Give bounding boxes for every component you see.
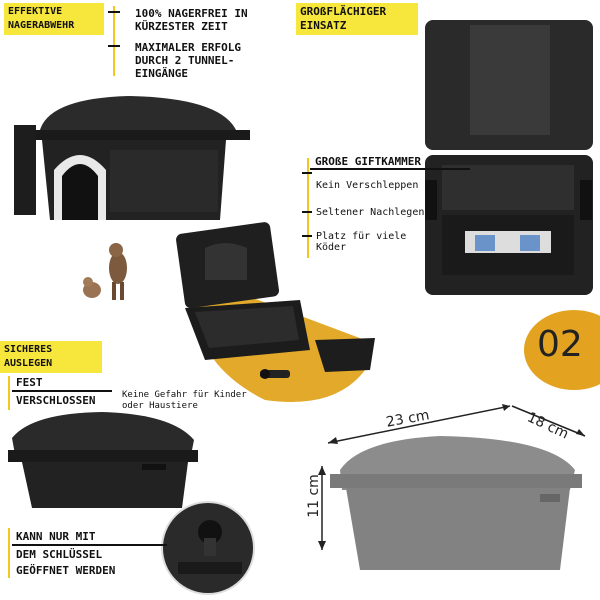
chamber-tick-2	[302, 211, 312, 213]
mice-image	[83, 243, 127, 300]
chamber-item-space-bait: Platz für viele Köder	[316, 231, 407, 253]
chamber-item-no-dragging: Kein Verschleppen	[316, 180, 419, 191]
key-line-1: KANN NUR MIT	[16, 530, 96, 543]
chamber-divider	[307, 158, 309, 258]
locked-line-1: FEST	[16, 376, 43, 389]
key-lock-detail-image	[161, 501, 255, 595]
open-station-top-view-image	[425, 20, 593, 295]
key-line-2: DEM SCHLÜSSEL	[16, 548, 103, 561]
feature-tick-2	[108, 45, 120, 47]
large-area-tag: GROßFLÄCHIGER EINSATZ	[296, 3, 418, 35]
key-divider	[8, 528, 10, 578]
chamber-underline	[310, 168, 470, 170]
effective-defense-tag: EFFEKTIVE NAGERABWEHR	[4, 3, 104, 35]
chamber-title: GROßE GIFTKAMMER	[315, 155, 421, 168]
feature-point-rodent-free: 100% NAGERFREI IN KÜRZESTER ZEIT	[135, 7, 248, 33]
feature-divider-1	[113, 6, 115, 76]
open-station-image	[176, 222, 375, 402]
safe-placement-tag: SICHERES AUSLEGEN	[0, 341, 102, 373]
number-badge	[524, 310, 600, 390]
dimension-arrows	[318, 404, 586, 550]
feature-tick-1	[108, 11, 120, 13]
badge-number: 02	[537, 324, 583, 365]
locked-line-2: VERSCHLOSSEN	[16, 394, 96, 407]
chamber-tick-1	[302, 172, 312, 174]
station-dimension-image	[330, 436, 582, 570]
lock-underline	[12, 390, 112, 392]
key-line-3: GEÖFFNET WERDEN	[16, 564, 116, 577]
lock-divider	[8, 376, 10, 410]
feature-point-two-tunnels: MAXIMALER ERFOLG DURCH 2 TUNNEL- EINGÄNG…	[135, 41, 241, 80]
closed-station-image	[8, 412, 198, 508]
locked-note: Keine Gefahr für Kinder oder Haustiere	[122, 390, 247, 411]
key-underline	[12, 544, 167, 546]
chamber-tick-3	[302, 235, 312, 237]
chamber-item-less-refill: Seltener Nachlegen	[316, 207, 425, 218]
bait-station-front-image	[14, 96, 250, 220]
